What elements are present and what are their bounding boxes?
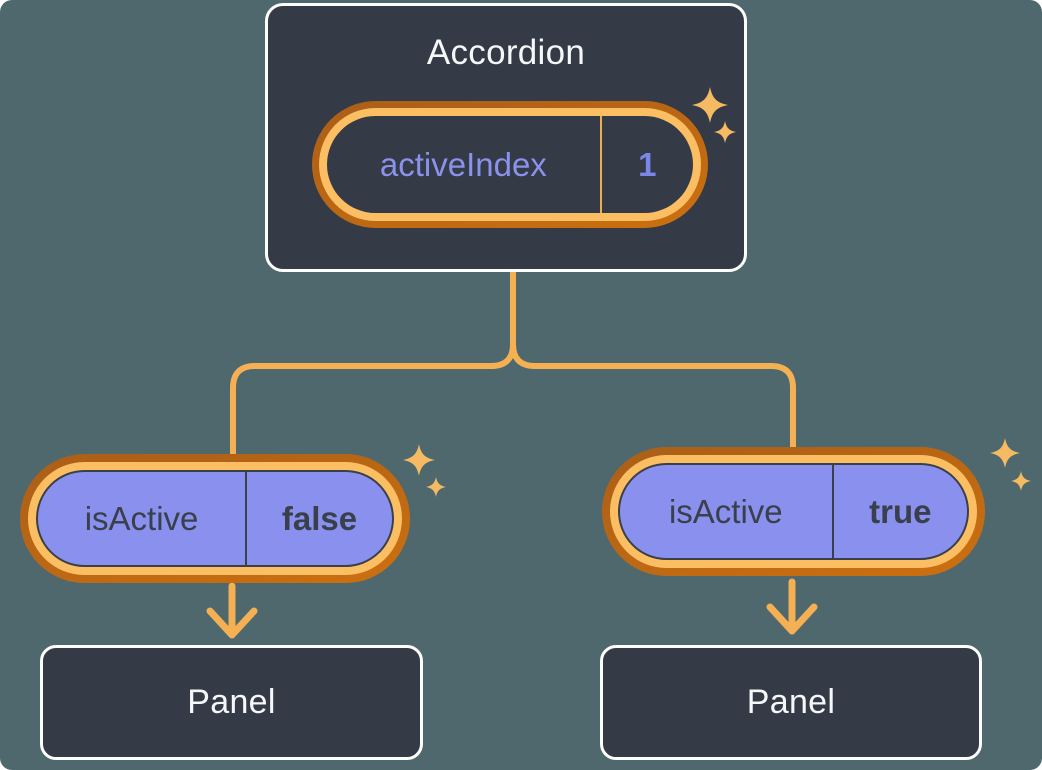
sparkles-icon <box>990 438 1031 491</box>
state-name: activeIndex <box>379 145 547 183</box>
accordion-title: Accordion <box>426 33 586 72</box>
pill-glow-ring: isActive false <box>28 462 402 575</box>
prop-name: isActive <box>84 499 199 537</box>
sparkles-icon <box>403 444 446 497</box>
branch-line-left <box>230 272 516 458</box>
pill-divider <box>245 472 248 565</box>
prop-name: isActive <box>668 492 783 530</box>
pill-glow-ring: isActive true <box>610 455 977 568</box>
prop-pill-isactive-false: isActive false <box>20 454 410 583</box>
arrow-down-icon <box>766 578 818 635</box>
panel-node-left: Panel <box>40 645 423 760</box>
prop-value: true <box>869 492 932 530</box>
branch-line-right <box>510 272 796 451</box>
pill-divider <box>599 116 602 213</box>
panel-title: Panel <box>746 683 836 721</box>
state-pill-activeindex: activeIndex 1 <box>312 101 708 228</box>
sparkles-icon <box>692 87 737 144</box>
prop-pill-isactive-true: isActive true <box>602 447 985 576</box>
panel-title: Panel <box>187 683 276 721</box>
accordion-node: Accordion activeIndex 1 <box>265 3 747 272</box>
state-value: 1 <box>638 145 657 183</box>
arrow-down-icon <box>206 582 258 639</box>
prop-value: false <box>281 499 358 537</box>
pill-divider <box>831 465 834 558</box>
panel-node-right: Panel <box>600 645 982 760</box>
pill-glow-ring: activeIndex 1 <box>319 108 701 221</box>
